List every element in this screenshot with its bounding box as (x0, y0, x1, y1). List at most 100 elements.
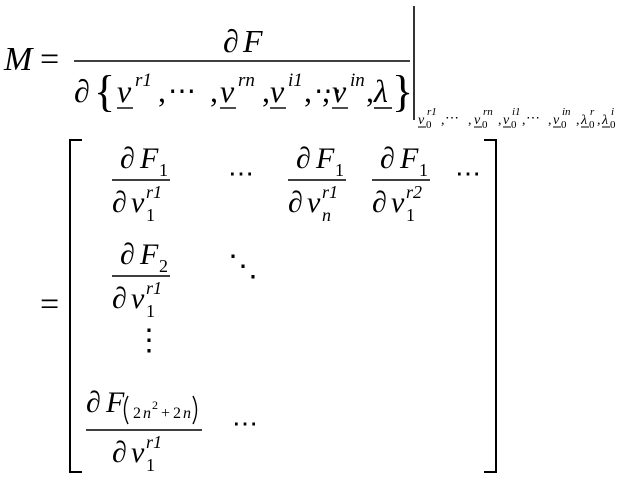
matrix-entry-r1c4: ∂ F 1 ∂ v 1 r2 (372, 142, 430, 225)
matrix-entry-r1c3: ∂ F 1 ∂ v n r1 (288, 142, 346, 225)
v-symbol: v (117, 73, 132, 109)
comma: , (304, 73, 312, 109)
subscript: 1 (335, 160, 344, 180)
superscript: i1 (288, 70, 303, 91)
last-row-ellipsis: ⋯ (232, 409, 258, 438)
partial-symbol: ∂ (86, 386, 101, 419)
eval-zero: 0 (561, 119, 567, 131)
v-symbol: v (391, 186, 405, 219)
superscript: 2 (152, 398, 158, 412)
subscript: 1 (146, 455, 155, 475)
eval-sup: i (611, 106, 614, 118)
eval-v: v (418, 113, 425, 128)
ellipsis: ⋯ (314, 76, 342, 107)
v-symbol: v (270, 73, 285, 109)
subscript: 2 (159, 256, 168, 276)
subscript: 1 (419, 160, 428, 180)
subscript: n (183, 405, 191, 422)
partial-symbol: ∂ (112, 282, 127, 315)
v-symbol: v (332, 73, 347, 109)
subscript: 2 (173, 405, 181, 422)
F-symbol: F (105, 386, 125, 419)
F-symbol: F (315, 142, 335, 175)
subscript: n (143, 405, 151, 422)
evaluation-subscript: v 0 r1 , ⋯ , v 0 rn , v 0 i1 , ⋯ , v 0 i… (418, 106, 616, 131)
eval-sup: in (562, 106, 571, 118)
comma: , (158, 73, 166, 109)
eval-comma: , (441, 113, 445, 128)
matrix-left-bracket (69, 139, 82, 473)
partial-symbol: ∂ (74, 73, 90, 109)
diagonal-dots: ⋱ (228, 250, 258, 283)
eval-zero: 0 (610, 119, 616, 131)
row1-trailing-ellipsis: ⋯ (455, 159, 481, 188)
lambda-symbol: λ (373, 73, 388, 109)
ellipsis: ⋯ (168, 76, 196, 107)
eval-comma: , (597, 113, 601, 128)
F-symbol: F (139, 142, 159, 175)
partial-symbol: ∂ (296, 142, 311, 175)
comma: , (262, 73, 270, 109)
eval-sup: r (590, 106, 595, 118)
v-symbol: v (220, 73, 235, 109)
superscript: r2 (406, 182, 422, 202)
eval-comma: , (522, 113, 526, 128)
superscript: r1 (322, 182, 338, 202)
F-symbol: F (399, 142, 419, 175)
eval-comma: , (576, 113, 580, 128)
partial-symbol: ∂ (372, 186, 387, 219)
row1-ellipsis: ⋯ (228, 159, 254, 188)
partial-symbol: ∂ (288, 186, 303, 219)
superscript: r1 (146, 432, 162, 452)
v-symbol: v (131, 186, 145, 219)
subscript: 2 (133, 405, 141, 422)
eval-v: v (553, 113, 560, 128)
v-symbol: v (307, 186, 321, 219)
partial-symbol: ∂ (380, 142, 395, 175)
eval-comma: , (548, 113, 552, 128)
F-symbol: F (242, 23, 263, 59)
eval-zero: 0 (426, 119, 432, 131)
denominator-set: ∂ { v r1 , ⋯ , v rn , v i1 , ⋯ , v in , … (74, 67, 413, 116)
eval-v: v (474, 113, 481, 128)
subscript: 1 (146, 205, 155, 225)
vertical-dots: ⋮ (134, 324, 164, 357)
matrix-entry-last-row: ∂ F 2 n 2 + 2 n ∂ v 1 r1 (86, 386, 202, 475)
superscript: rn (238, 70, 255, 91)
superscript: r1 (146, 278, 162, 298)
v-symbol: v (131, 282, 145, 315)
eval-lambda: λ (601, 113, 608, 128)
eval-dots: ⋯ (526, 111, 540, 126)
eval-v: v (503, 113, 510, 128)
eval-comma: , (498, 113, 502, 128)
comma: , (322, 73, 330, 109)
subscript: 1 (159, 160, 168, 180)
eval-sup: i1 (512, 106, 521, 118)
superscript: r1 (135, 70, 152, 91)
subscript: + (161, 405, 170, 422)
equals-sign-matrix: = (40, 286, 59, 323)
partial-symbol: ∂ (112, 436, 127, 469)
eval-zero: 0 (482, 119, 488, 131)
subscript: 1 (146, 301, 155, 321)
eval-comma: , (468, 113, 472, 128)
partial-symbol: ∂ (120, 142, 135, 175)
eval-zero: 0 (589, 119, 595, 131)
eval-lambda: λ (580, 113, 587, 128)
comma: , (210, 73, 218, 109)
lhs-symbol: M (3, 41, 34, 78)
partial-symbol: ∂ (112, 186, 127, 219)
matrix-right-bracket (484, 139, 497, 473)
superscript: in (350, 70, 365, 91)
superscript: r1 (146, 182, 162, 202)
eval-sup: rn (483, 106, 493, 118)
subscript: 1 (406, 205, 415, 225)
open-brace: { (94, 67, 115, 116)
left-paren (123, 395, 129, 425)
F-symbol: F (139, 238, 159, 271)
right-paren (192, 395, 198, 425)
eval-sup: r1 (427, 106, 437, 118)
equals-sign-top: = (40, 41, 59, 78)
eval-dots: ⋯ (445, 111, 459, 126)
